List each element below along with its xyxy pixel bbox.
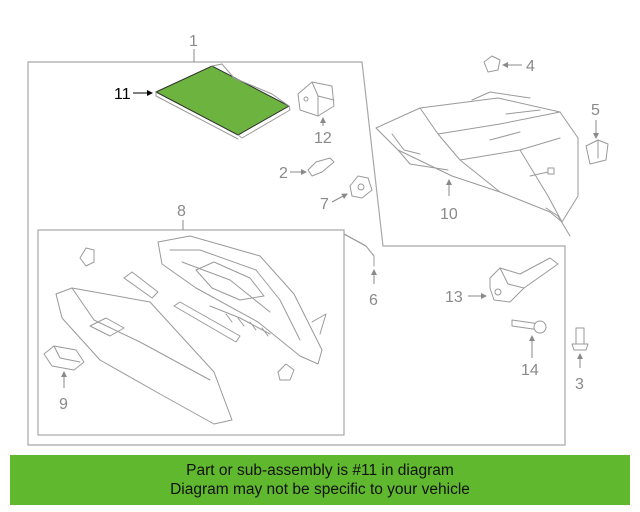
part-5-latch[interactable]: 5 <box>585 102 609 165</box>
subassembly-frame-8 <box>37 229 345 436</box>
svg-text:12: 12 <box>314 130 332 147</box>
banner-line-1: Part or sub-assembly is #11 in diagram <box>186 462 454 479</box>
svg-text:10: 10 <box>440 206 458 223</box>
assembly-frame-1 <box>27 61 566 446</box>
part-12-bracket[interactable]: 12 <box>297 81 335 147</box>
svg-text:5: 5 <box>591 102 600 119</box>
part-11-panel[interactable] <box>154 63 291 140</box>
svg-text:11: 11 <box>114 86 131 103</box>
svg-text:4: 4 <box>526 58 535 75</box>
callout-1[interactable]: 1 <box>189 33 198 62</box>
svg-text:8: 8 <box>177 203 186 220</box>
svg-text:9: 9 <box>59 396 68 413</box>
parts-diagram: 1 11 12 2 7 4 5 <box>27 33 609 446</box>
svg-text:3: 3 <box>575 376 584 393</box>
part-2-clip[interactable]: 2 <box>279 157 335 182</box>
part-3-bolt[interactable]: 3 <box>571 327 589 393</box>
part-13-hinge-arm[interactable]: 13 <box>445 257 559 306</box>
info-banner: Part or sub-assembly is #11 in diagram D… <box>10 455 630 505</box>
part-6-rod[interactable]: 6 <box>343 233 378 309</box>
part-7-clip[interactable]: 7 <box>320 175 373 213</box>
part-9-handle[interactable]: 9 <box>43 345 85 413</box>
svg-text:6: 6 <box>369 292 378 309</box>
banner-line-2: Diagram may not be specific to your vehi… <box>170 481 470 498</box>
part-8-door-assembly[interactable] <box>55 235 327 425</box>
part-14-pin[interactable]: 14 <box>511 319 547 379</box>
svg-text:7: 7 <box>320 196 329 213</box>
part-4-nut[interactable]: 4 <box>483 55 535 75</box>
callout-11[interactable]: 11 <box>114 86 153 103</box>
svg-text:14: 14 <box>521 362 539 379</box>
part-10-housing[interactable]: 10 <box>375 91 579 237</box>
callout-8[interactable]: 8 <box>177 203 186 230</box>
part-11-fill <box>154 65 291 136</box>
svg-text:13: 13 <box>445 289 463 306</box>
svg-text:2: 2 <box>279 165 288 182</box>
svg-text:1: 1 <box>189 33 198 50</box>
